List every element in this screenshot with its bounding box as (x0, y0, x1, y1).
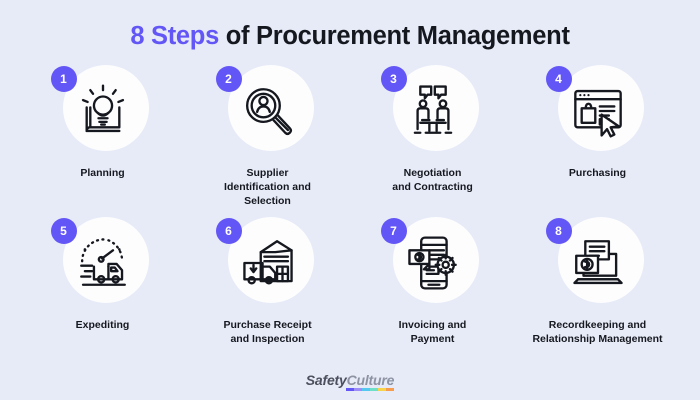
step-label-8: Recordkeeping and Relationship Managemen… (532, 318, 663, 345)
step-icon-wrap-6: 6 (215, 216, 314, 309)
logo-underline (346, 388, 395, 391)
step-icon-wrap-3: 3 (380, 65, 479, 157)
icon-circle-5 (62, 216, 149, 303)
lightbulb-book-icon (74, 82, 132, 140)
logo-underline-seg (346, 388, 355, 391)
step-icon-wrap-7: 7 (380, 216, 479, 309)
step-number-badge-7: 7 (380, 217, 407, 244)
page-title: 8 Steps of Procurement Management (130, 22, 570, 51)
step-number-badge-3: 3 (380, 66, 407, 92)
step-label-3: Negotiation and Contracting (392, 167, 473, 194)
logo-text-safety: Safety (305, 372, 347, 388)
step-label-5: Expediting (75, 318, 130, 331)
icon-circle-6 (227, 216, 314, 303)
step-label-2: Supplier Identification and Selection (224, 167, 311, 208)
step-number-badge-5: 5 (50, 217, 77, 244)
step-card-5[interactable]: 5 (20, 216, 185, 346)
step-label-1: Planning (80, 167, 125, 179)
logo-text-culture: Culture (346, 372, 395, 388)
browser-shopping-cursor-icon (569, 82, 627, 140)
logo-underline-seg (354, 388, 363, 391)
logo-underline-seg (362, 388, 371, 391)
step-card-2[interactable]: 2 Supplier Identification and Selection (185, 65, 350, 209)
steps-grid: 1 Pl (20, 65, 680, 346)
speeding-truck-gauge-icon (74, 234, 132, 292)
title-rest: of Procurement Management (218, 22, 570, 50)
icon-circle-2 (227, 65, 314, 151)
step-number-badge-1: 1 (50, 66, 77, 92)
step-icon-wrap-5: 5 (50, 216, 149, 309)
footer: SafetyCulture (0, 372, 700, 391)
step-label-7: Invoicing and Payment (398, 318, 467, 345)
step-label-4: Purchasing (568, 167, 627, 179)
step-card-1[interactable]: 1 Pl (20, 65, 185, 209)
step-number-badge-4: 4 (545, 66, 572, 92)
step-label-6: Purchase Receipt and Inspection (223, 318, 312, 345)
magnifier-person-icon (239, 82, 297, 140)
icon-circle-1 (62, 65, 149, 151)
step-card-6[interactable]: 6 Purchase Receip (185, 216, 350, 346)
step-card-3[interactable]: 3 Ne (350, 65, 515, 209)
step-icon-wrap-2: 2 (215, 65, 314, 157)
logo-underline-seg (386, 388, 395, 391)
icon-circle-3 (392, 65, 479, 151)
icon-circle-4 (557, 65, 644, 151)
step-card-7[interactable]: 7 (350, 216, 515, 346)
logo-underline-seg (378, 388, 387, 391)
step-number-badge-8: 8 (545, 217, 572, 244)
logo-underline-seg (370, 388, 379, 391)
step-icon-wrap-4: 4 (545, 65, 644, 157)
warehouse-delivery-truck-icon (239, 234, 297, 292)
step-card-8[interactable]: 8 Recordkeeping and Relationship Managem… (515, 216, 680, 346)
step-icon-wrap-1: 1 (50, 65, 149, 157)
step-icon-wrap-8: 8 (545, 216, 644, 309)
step-card-4[interactable]: 4 Purchasing (515, 65, 680, 209)
laptop-documents-icon (569, 234, 627, 292)
safetyculture-logo: SafetyCulture (305, 372, 395, 391)
step-number-badge-2: 2 (215, 66, 242, 92)
meeting-table-icon (404, 82, 462, 140)
title-accent: 8 Steps (130, 22, 219, 50)
step-number-badge-6: 6 (215, 217, 242, 244)
phone-invoice-gear-icon (404, 234, 462, 292)
